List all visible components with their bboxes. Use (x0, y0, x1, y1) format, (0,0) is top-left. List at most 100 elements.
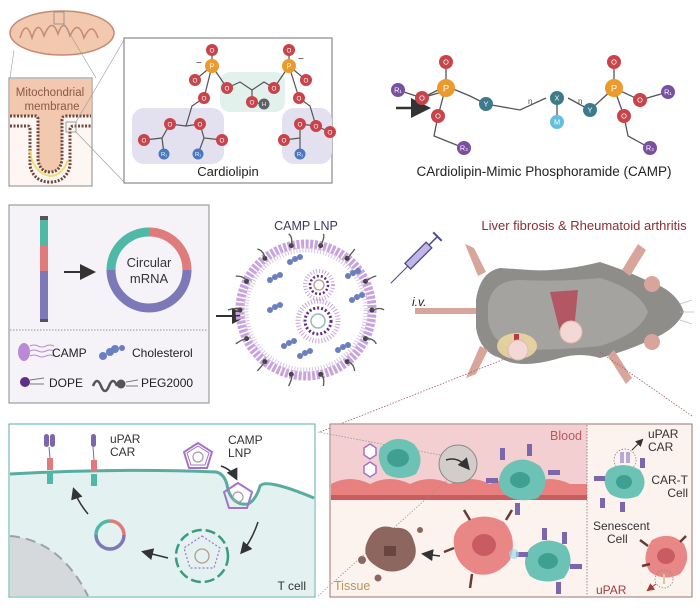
camp-bonds (397, 64, 669, 149)
peg-chain (365, 337, 377, 345)
cart-cell-icon (509, 528, 582, 594)
peg-chain (346, 360, 356, 372)
peg-chain (371, 307, 385, 311)
peg-chain (320, 373, 325, 387)
legend-peg2000: PEG2000 (141, 376, 193, 390)
svg-text:O: O (225, 85, 230, 92)
circular-mrna-small-icon (94, 519, 126, 551)
peg-chain (235, 337, 247, 345)
oxygen-atom: O (431, 109, 445, 123)
oxygen-atom: O (268, 82, 280, 94)
legend-senescent-cell-icon (639, 535, 688, 589)
syringe-icon (390, 231, 443, 284)
mito-label-line1: Mitochondrial (16, 87, 84, 99)
svg-text:O: O (287, 47, 292, 54)
peg-chain (227, 307, 241, 311)
oxygen-atom: O (164, 118, 176, 130)
oxygen-atom: O (294, 118, 306, 130)
cholesterol-molecule (345, 268, 361, 279)
peg-chain (346, 248, 356, 259)
peg-chain (257, 248, 266, 259)
svg-text:P: P (287, 62, 292, 71)
oxygen-atom: O (310, 120, 322, 132)
cart-cell-icon (486, 444, 560, 515)
svg-text:O: O (210, 47, 215, 54)
oxygen-atom: O (415, 91, 429, 105)
upar-car-line1: uPAR (110, 432, 141, 446)
r-group-atom: R₁ (158, 148, 170, 160)
cholesterol-molecule (267, 302, 283, 313)
mrna-panel (8, 204, 210, 404)
phosphorus-atom: P (437, 79, 455, 97)
r1-group-atom: R₁ (391, 83, 405, 97)
y-group-atom: Y (583, 103, 597, 117)
svg-text:O: O (298, 121, 303, 128)
peg2000-legend-icon (91, 379, 139, 393)
r1-group-atom: R₁ (661, 85, 675, 99)
apoptotic-cell-icon (358, 526, 423, 582)
oxygen-atom: O (439, 55, 453, 69)
svg-text:R₂: R₂ (646, 144, 654, 153)
cholesterol-molecule (297, 348, 313, 359)
svg-text:Y: Y (484, 100, 489, 109)
oxygen-atom: O (324, 126, 336, 138)
oxygen-atom: O (278, 134, 290, 146)
svg-text:O: O (621, 112, 627, 121)
svg-text:O: O (193, 77, 198, 84)
phosphorus-atom: P (205, 59, 219, 73)
y-group-atom: Y (479, 97, 493, 111)
camp-legend-icon (18, 343, 55, 361)
senescent-line2: Cell (607, 532, 628, 546)
svg-text:O: O (314, 123, 319, 130)
svg-text:H: H (262, 102, 266, 108)
lnp-title: CAMP LNP (274, 219, 338, 233)
r2-group-atom: R₂ (457, 141, 471, 155)
svg-text:O: O (304, 77, 309, 84)
peg-chain (288, 374, 293, 387)
r-group-atom: R₁ (192, 148, 204, 160)
arrow-icon (141, 548, 169, 561)
arrow-icon (421, 549, 441, 562)
svg-text:R₂: R₂ (460, 144, 468, 153)
senescent-cell-icon (443, 509, 514, 589)
svg-text:P: P (210, 62, 215, 71)
endosome-icon (174, 528, 230, 584)
oxygen-atom: O (198, 92, 210, 104)
svg-text:O: O (611, 58, 617, 67)
svg-text:O: O (328, 129, 333, 136)
cardiolipin-title: Cardiolipin (197, 164, 258, 179)
svg-text:O: O (443, 58, 449, 67)
phosphorus-atom: P (605, 79, 623, 97)
zoom-line (317, 471, 457, 597)
legend-camp: CAMP (52, 346, 87, 360)
svg-text:P: P (443, 83, 449, 94)
blood-label: Blood (550, 429, 582, 443)
svg-text:R₁: R₁ (394, 86, 402, 95)
svg-text:O: O (419, 94, 425, 103)
svg-text:Y: Y (588, 106, 593, 115)
svg-text:O: O (220, 137, 225, 144)
svg-text:R₁: R₁ (161, 152, 167, 158)
upar-label: uPAR (596, 583, 627, 597)
arrow-icon (631, 438, 644, 451)
oxygen-atom: O (283, 44, 295, 56)
t-cell-label: T cell (278, 579, 306, 593)
arrow-icon (71, 487, 89, 515)
arrow-icon (240, 521, 259, 555)
svg-text:O: O (250, 99, 255, 106)
car-receptor-icon (44, 434, 55, 484)
peg-chain (288, 233, 293, 246)
legend-upar-car-line2: CAR (648, 440, 674, 454)
circular-mrna-icon (106, 227, 192, 313)
peg-chain (365, 275, 377, 282)
oxygen-atom: O (189, 74, 201, 86)
cholesterol-legend-icon (99, 345, 125, 360)
x-group-atom: X (550, 91, 564, 105)
phosphorus-atom: P (282, 59, 296, 73)
camp-lnp-line2: LNP (228, 446, 251, 460)
legend-cholesterol: Cholesterol (132, 346, 193, 360)
camp-title: CArdiolipin-Mimic Phosphoramide (CAMP) (416, 164, 671, 179)
